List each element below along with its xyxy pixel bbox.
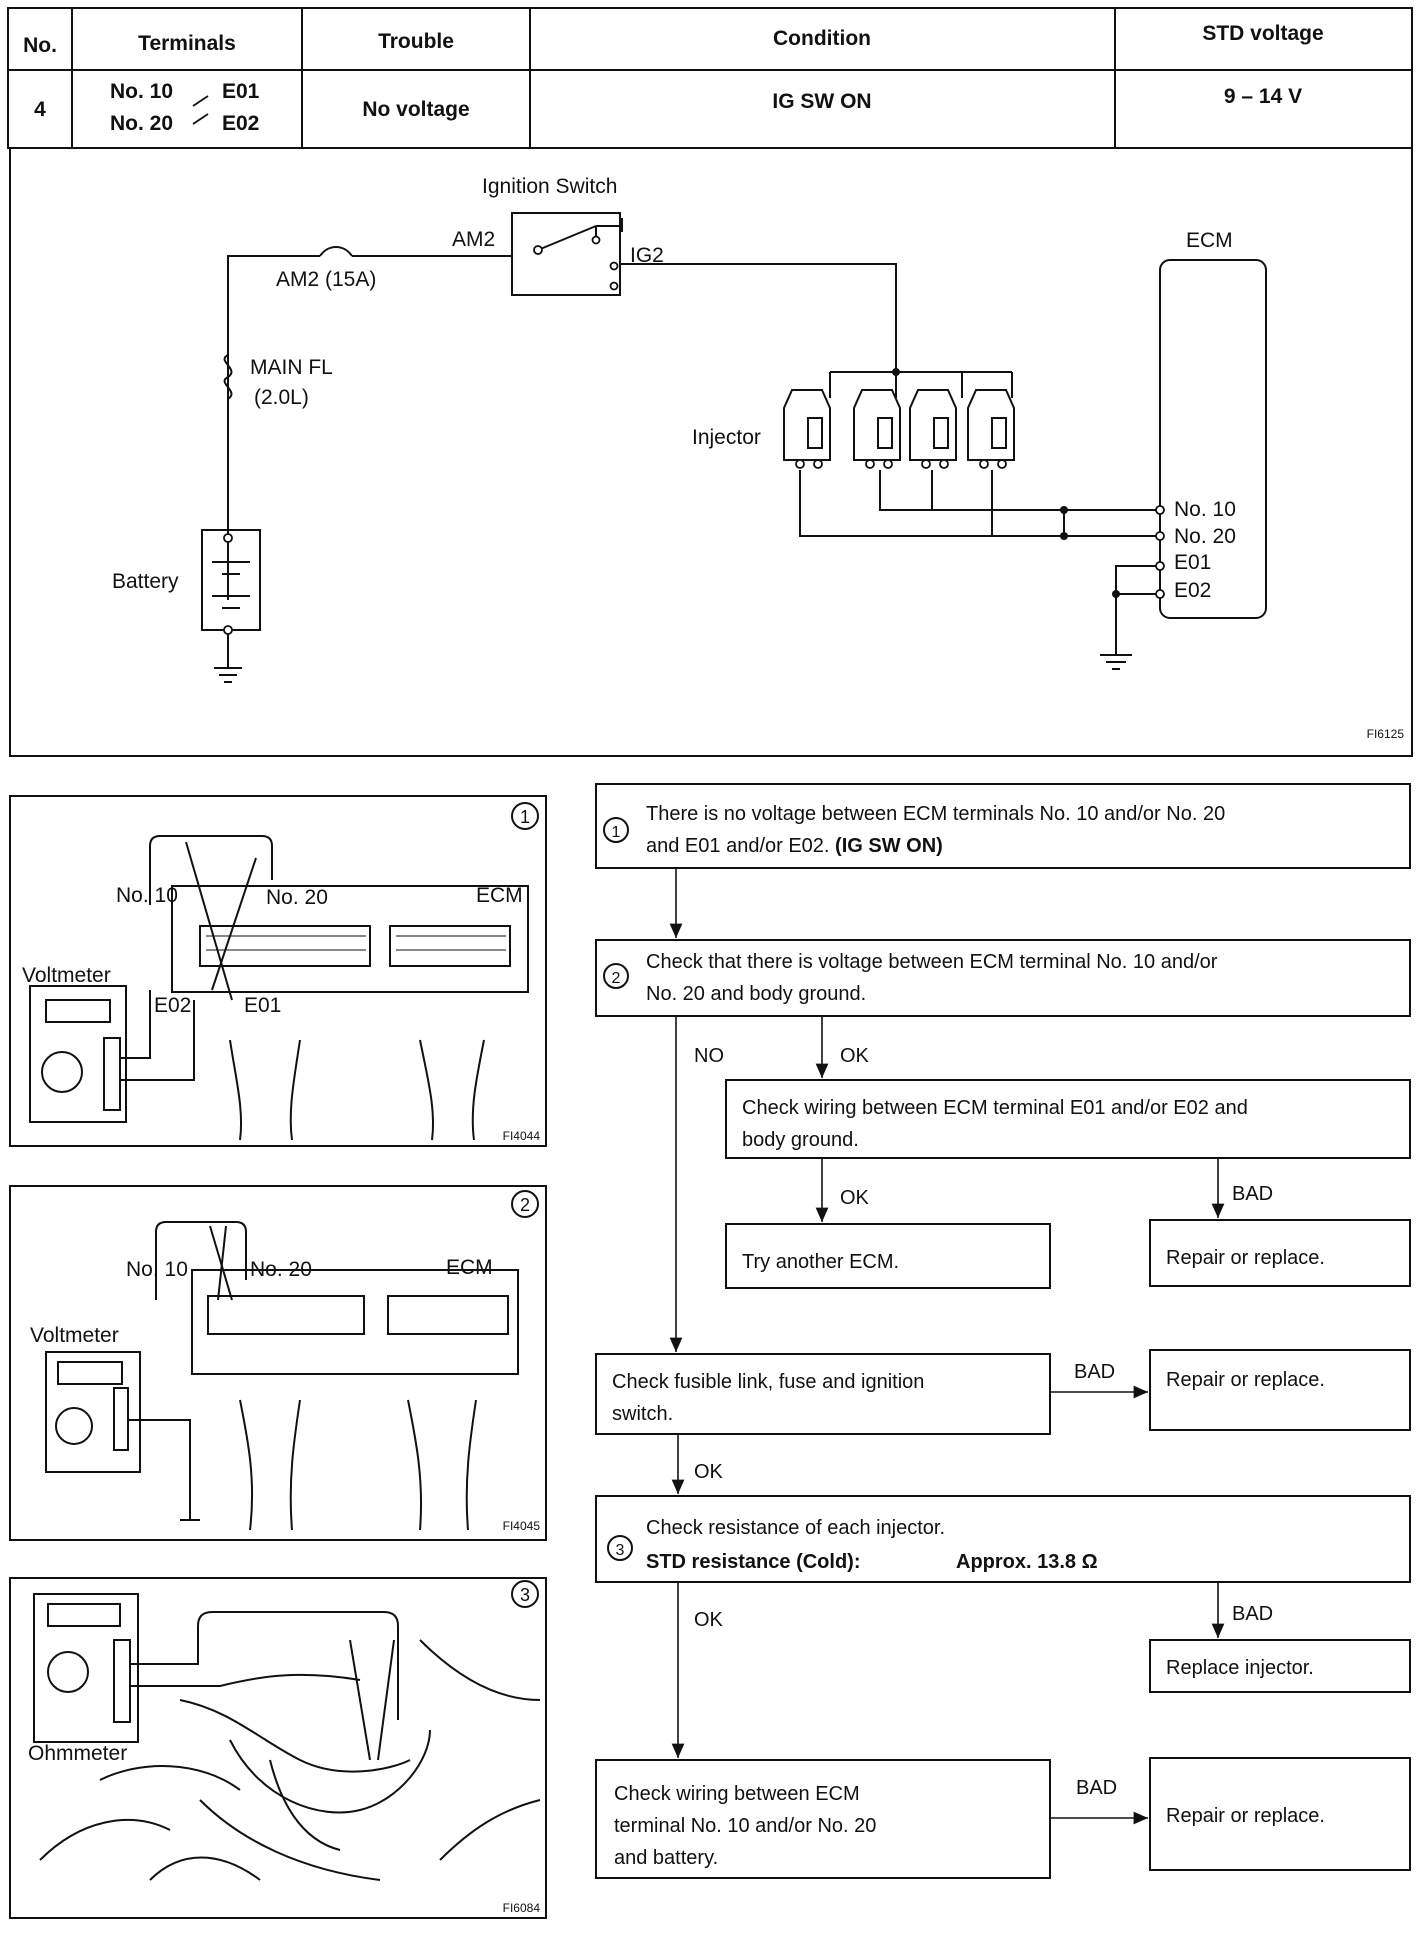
fig1-code: FI4044 xyxy=(503,1129,541,1143)
cell-std-voltage: 9 – 14 V xyxy=(1224,85,1302,108)
header-trouble: Trouble xyxy=(378,30,454,53)
label-ignition-switch: Ignition Switch xyxy=(482,175,617,198)
cell-trouble: No voltage xyxy=(362,98,469,121)
branch-bad-4: BAD xyxy=(1076,1777,1117,1799)
step3-number: 3 xyxy=(616,1542,625,1559)
fig2-label-voltmeter: Voltmeter xyxy=(30,1324,119,1347)
step1-condition: (IG SW ON) xyxy=(835,835,943,857)
repair-replace-2: Repair or replace. xyxy=(1166,1369,1325,1391)
replace-injector: Replace injector. xyxy=(1166,1657,1314,1679)
fig2-code: FI4045 xyxy=(503,1519,541,1533)
fig1-label-no20: No. 20 xyxy=(266,886,328,909)
label-main-fl-size: (2.0L) xyxy=(254,386,309,409)
header-std-voltage: STD voltage xyxy=(1202,22,1323,45)
fig1-label-voltmeter: Voltmeter xyxy=(22,964,111,987)
fuse-check-line1: Check fusible link, fuse and ignition xyxy=(612,1371,924,1393)
branch-ok-1: OK xyxy=(840,1045,870,1067)
repair-replace-3: Repair or replace. xyxy=(1166,1805,1325,1827)
header-condition: Condition xyxy=(773,27,871,50)
label-ig2: IG2 xyxy=(630,244,664,267)
branch-ok-2: OK xyxy=(840,1187,870,1209)
fuse-check-line2: switch. xyxy=(612,1403,673,1425)
cell-terminal-no20: No. 20 xyxy=(110,112,173,135)
step3-line1: Check resistance of each injector. xyxy=(646,1517,945,1539)
fig1-label-no10: No. 10 xyxy=(116,884,178,907)
label-ecm-e02: E02 xyxy=(1174,579,1211,602)
branch-bad-1: BAD xyxy=(1232,1183,1273,1205)
branch-bad-2: BAD xyxy=(1074,1361,1115,1383)
wiring-diagram: Ignition Switch AM2 IG2 AM2 (15A) MAIN F… xyxy=(9,147,1413,757)
cell-terminal-e02: E02 xyxy=(222,112,259,135)
fig2-number: 2 xyxy=(520,1195,530,1215)
fig3-code: FI6084 xyxy=(503,1901,541,1915)
fig3-label-ohmmeter: Ohmmeter xyxy=(28,1742,127,1765)
step1-line1: There is no voltage between ECM terminal… xyxy=(646,803,1225,825)
fig1-label-e01: E01 xyxy=(244,994,281,1017)
wiring-check-line2: body ground. xyxy=(742,1129,859,1151)
try-another-ecm: Try another ECM. xyxy=(742,1251,899,1273)
label-battery: Battery xyxy=(112,570,179,593)
label-am2: AM2 xyxy=(452,228,495,251)
fig2-label-ecm: ECM xyxy=(446,1256,493,1279)
label-injector: Injector xyxy=(692,426,761,449)
fig2-label-no10: No. 10 xyxy=(126,1258,188,1281)
fig1-number: 1 xyxy=(520,807,530,827)
repair-replace-1: Repair or replace. xyxy=(1166,1247,1325,1269)
branch-ok-3: OK xyxy=(694,1461,724,1483)
step2-number: 2 xyxy=(612,970,621,987)
header-no: No. xyxy=(23,34,57,57)
step3-std-value: Approx. 13.8 Ω xyxy=(956,1551,1098,1573)
label-main-fl: MAIN FL xyxy=(250,356,333,379)
label-fuse-am2: AM2 (15A) xyxy=(276,268,376,291)
label-ecm-no10: No. 10 xyxy=(1174,498,1236,521)
battery-check-line3: and battery. xyxy=(614,1847,718,1869)
step3-std-label: STD resistance (Cold): xyxy=(646,1551,860,1573)
branch-bad-3: BAD xyxy=(1232,1603,1273,1625)
step2-line1: Check that there is voltage between ECM … xyxy=(646,951,1218,973)
step1-line2: and E01 and/or E02. (IG SW ON) xyxy=(646,835,943,857)
branch-no: NO xyxy=(694,1045,724,1067)
flowchart: 1 There is no voltage between ECM termin… xyxy=(595,783,1411,1879)
step1-line2-text: and E01 and/or E02. xyxy=(646,835,835,857)
cell-no: 4 xyxy=(34,98,46,121)
step2-line2: No. 20 and body ground. xyxy=(646,983,866,1005)
fig1-label-ecm: ECM xyxy=(476,884,523,907)
cell-terminal-e01: E01 xyxy=(222,80,260,103)
cell-condition: IG SW ON xyxy=(772,90,871,113)
step1-number: 1 xyxy=(612,824,621,841)
battery-check-line1: Check wiring between ECM xyxy=(614,1783,860,1805)
figure-code-wiring: FI6125 xyxy=(1367,727,1405,741)
cell-terminal-no10: No. 10 xyxy=(110,80,173,103)
figure-2-voltmeter-body-ground: No. 10 No. 20 ECM Voltmeter 2 FI4045 xyxy=(9,1185,547,1541)
label-ecm-e01: E01 xyxy=(1174,551,1211,574)
fig1-label-e02: E02 xyxy=(154,994,191,1017)
label-ecm: ECM xyxy=(1186,229,1233,252)
figure-1-voltmeter-e01-e02: No. 10 No. 20 ECM Voltmeter E02 E01 1 FI… xyxy=(9,795,547,1147)
wiring-check-line1: Check wiring between ECM terminal E01 an… xyxy=(742,1097,1248,1119)
fig3-number: 3 xyxy=(520,1585,530,1605)
header-terminals: Terminals xyxy=(138,32,236,55)
battery-check-line2: terminal No. 10 and/or No. 20 xyxy=(614,1815,876,1837)
branch-ok-4: OK xyxy=(694,1609,724,1631)
fig2-label-no20: No. 20 xyxy=(250,1258,312,1281)
label-ecm-no20: No. 20 xyxy=(1174,525,1236,548)
figure-3-ohmmeter-injector: Ohmmeter 3 FI6084 xyxy=(9,1577,547,1919)
